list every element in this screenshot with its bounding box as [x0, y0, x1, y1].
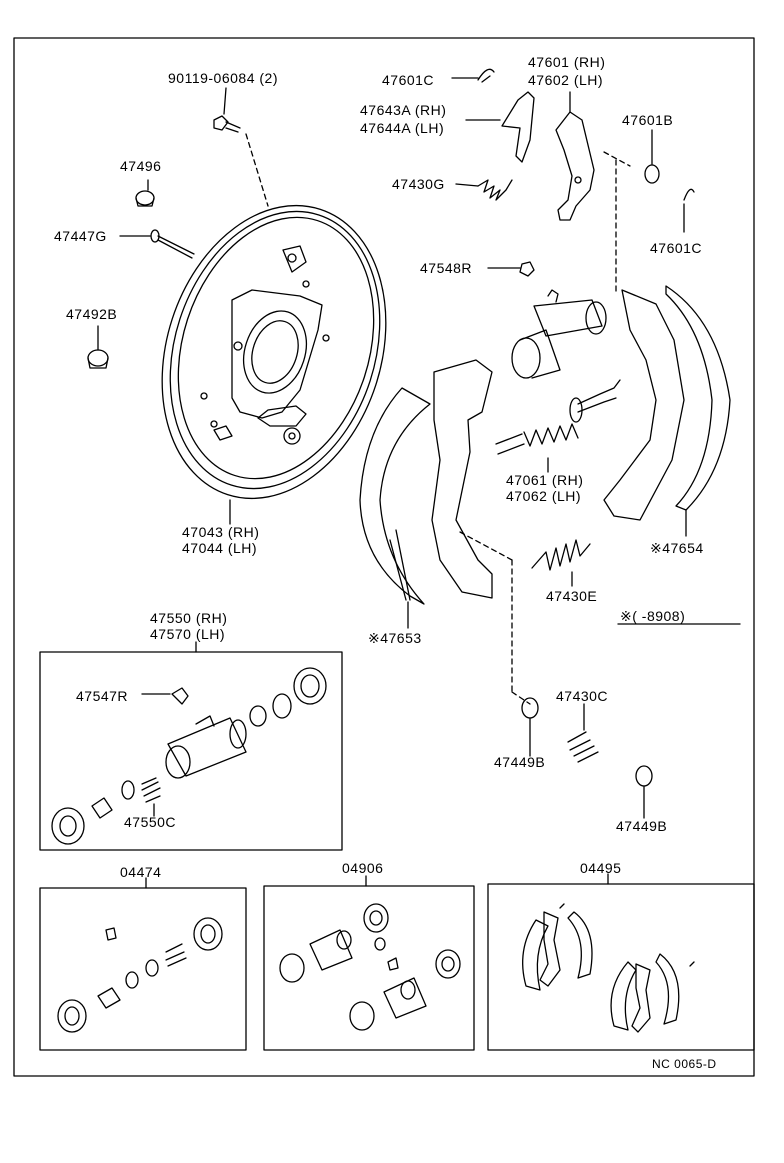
spring-icon: [141, 777, 161, 803]
adjuster-icon: [495, 379, 621, 455]
part-label-47550-rh: 47550 (RH): [150, 610, 228, 626]
piston-icon: [57, 917, 223, 1033]
part-label-47447g: 47447G: [54, 228, 107, 244]
dashed-leader: [245, 133, 269, 207]
plug-icon: [87, 349, 109, 369]
part-label-47044-lh: 47044 (LH): [182, 540, 258, 556]
part-label-47601c-top: 47601C: [382, 72, 435, 88]
brake-shoe-icon: [603, 285, 731, 521]
dashed-leader: [459, 531, 513, 561]
boot-icon: [51, 780, 135, 845]
spring-icon: [477, 179, 513, 201]
plug-icon: [135, 190, 155, 207]
wheel-cylinder-icon: [511, 289, 607, 379]
washer-icon: [635, 765, 653, 787]
brake-shoe-icon: [522, 903, 695, 1033]
part-label-47644a-lh: 47644A (LH): [360, 120, 445, 136]
part-label-47449b-right: 47449B: [616, 818, 668, 834]
dashed-leader: [511, 691, 531, 705]
part-label-47601c-right: 47601C: [650, 240, 703, 256]
part-label-47430g: 47430G: [392, 176, 445, 192]
spring-icon: [567, 731, 599, 763]
spring-icon: [531, 539, 591, 571]
leader-line: [223, 87, 227, 115]
parking-lever-icon: [555, 111, 595, 221]
part-label-47654: ※47654: [650, 540, 704, 556]
dashed-leader: [603, 151, 631, 167]
part-label-47449b-left: 47449B: [494, 754, 546, 770]
backing-plate-icon: [161, 204, 387, 500]
wheel-cylinder-icon: [165, 715, 247, 779]
kit-box-04906: [263, 885, 475, 1051]
note-8908: ※( -8908): [620, 608, 686, 624]
washer-icon: [521, 697, 539, 719]
part-label-47430c: 47430C: [556, 688, 609, 704]
kit-label-04495: 04495: [580, 860, 622, 876]
part-label-47043-rh: 47043 (RH): [182, 524, 260, 540]
wheel-cylinder-box: [39, 651, 343, 851]
bleeder-icon: [171, 687, 189, 705]
kit-box-04474: [39, 887, 247, 1051]
kit-label-04906: 04906: [342, 860, 384, 876]
part-label-47643a-rh: 47643A (RH): [360, 102, 447, 118]
kit-box-04495: [487, 883, 755, 1051]
part-label-47430e: 47430E: [546, 588, 598, 604]
part-label-47061-rh: 47061 (RH): [506, 472, 584, 488]
bolt-icon: [213, 115, 241, 133]
kit-label-04474: 04474: [120, 864, 162, 880]
hold-down-pin-icon: [150, 229, 195, 259]
clip-icon: [683, 188, 695, 201]
part-label-47601b: 47601B: [622, 112, 674, 128]
brake-shoe-icon: [359, 359, 493, 605]
part-label-47548r: 47548R: [420, 260, 473, 276]
piston-icon: [249, 667, 327, 727]
strut-icon: [501, 91, 535, 163]
washer-icon: [644, 164, 660, 184]
footer-code: NC 0065-D: [652, 1057, 717, 1071]
part-label-47601-rh: 47601 (RH): [528, 54, 606, 70]
part-label-47602-lh: 47602 (LH): [528, 72, 604, 88]
outer-frame: [13, 37, 755, 1077]
part-label-47570-lh: 47570 (LH): [150, 626, 226, 642]
bleeder-icon: [519, 261, 535, 277]
leader-line: [455, 183, 479, 187]
part-label-47550c: 47550C: [124, 814, 177, 830]
part-label-90119: 90119-06084 (2): [168, 70, 278, 86]
clip-icon: [477, 68, 495, 83]
part-label-47496: 47496: [120, 158, 162, 174]
part-label-47653: ※47653: [368, 630, 422, 646]
part-label-47062-lh: 47062 (LH): [506, 488, 582, 504]
part-label-47492b: 47492B: [66, 306, 118, 322]
piston-icon: [279, 903, 461, 1031]
part-label-47547r: 47547R: [76, 688, 129, 704]
